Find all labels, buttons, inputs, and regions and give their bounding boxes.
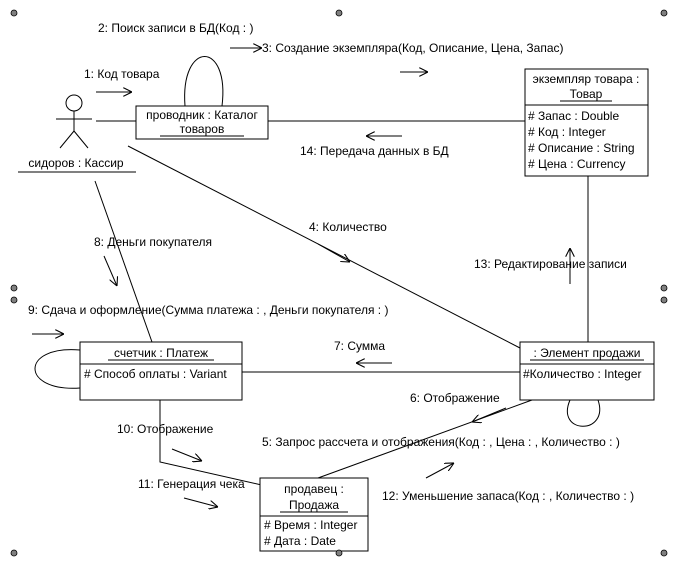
selection-handle-icon[interactable] <box>660 284 668 292</box>
self-link-catalog <box>184 56 224 107</box>
selection-handle-icon[interactable] <box>10 9 18 17</box>
message-12[interactable]: 12: Уменьшение запаса(Код : , Количество… <box>382 489 634 503</box>
message-arrow-icon <box>472 407 507 422</box>
object-saleitem[interactable]: : Элемент продажи #Количество : Integer <box>519 341 655 401</box>
message-2[interactable]: 2: Поиск записи в БД(Код : ) <box>98 21 253 35</box>
message-labels: 1: Код товара 2: Поиск записи в БД(Код :… <box>28 21 634 503</box>
message-arrow-icon <box>183 497 218 507</box>
message-13[interactable]: 13: Редактирование записи <box>474 257 627 271</box>
sale-attr: # Время : Integer <box>264 518 357 532</box>
message-8[interactable]: 8: Деньги покупателя <box>94 235 212 249</box>
selection-handle-icon[interactable] <box>660 9 668 17</box>
selection-handle-icon[interactable] <box>660 296 668 304</box>
selection-handle-icon[interactable] <box>10 549 18 557</box>
product-attr: # Код : Integer <box>528 125 606 139</box>
catalog-title-line2: товаров <box>180 122 225 136</box>
actor-cashier[interactable]: сидоров : Кассир <box>18 94 136 173</box>
product-attr: # Описание : String <box>528 141 635 155</box>
message-3[interactable]: 3: Создание экземпляра(Код, Описание, Це… <box>262 41 564 55</box>
self-link-saleitem <box>567 399 601 427</box>
product-title-line2: Товар <box>570 87 603 101</box>
object-payment[interactable]: счетчик : Платеж # Способ оплаты : Varia… <box>79 341 243 401</box>
message-1[interactable]: 1: Код товара <box>84 67 160 81</box>
message-11[interactable]: 11: Генерация чека <box>138 477 245 491</box>
actor-name: сидоров : Кассир <box>28 156 123 170</box>
saleitem-title: : Элемент продажи <box>534 346 641 360</box>
sale-attr: # Дата : Date <box>264 534 336 548</box>
message-arrow-icon <box>425 463 454 479</box>
saleitem-attr: #Количество : Integer <box>523 367 641 381</box>
selection-handle-icon[interactable] <box>335 9 343 17</box>
object-sale[interactable]: продавец : Продажа # Время : Integer # Д… <box>259 477 369 552</box>
message-arrows <box>32 48 570 507</box>
sale-title-line2: Продажа <box>289 498 339 512</box>
stick-figure-icon <box>56 94 92 149</box>
message-arrow-icon <box>317 243 350 262</box>
object-catalog[interactable]: проводник : Каталог товаров <box>135 105 269 140</box>
selection-handles <box>10 9 668 557</box>
message-arrow-icon <box>103 255 117 286</box>
selection-handle-icon[interactable] <box>10 296 18 304</box>
self-link-payment <box>34 349 81 389</box>
payment-title: счетчик : Платеж <box>114 346 208 360</box>
message-7[interactable]: 7: Сумма <box>334 339 385 353</box>
message-6[interactable]: 6: Отображение <box>410 391 500 405</box>
message-arrow-icon <box>171 448 202 461</box>
product-attr: # Цена : Currency <box>528 157 626 171</box>
sale-title-line1: продавец : <box>284 482 344 496</box>
object-product[interactable]: экземпляр товара : Товар # Запас : Doubl… <box>524 68 649 177</box>
catalog-title-line1: проводник : Каталог <box>146 108 258 122</box>
payment-attr: # Способ оплаты : Variant <box>84 367 227 381</box>
selection-handle-icon[interactable] <box>335 549 343 557</box>
message-10[interactable]: 10: Отображение <box>117 422 214 436</box>
selection-handle-icon[interactable] <box>660 549 668 557</box>
message-14[interactable]: 14: Передача данных в БД <box>300 144 449 158</box>
link-actor-payment <box>94 180 153 343</box>
message-5[interactable]: 5: Запрос рассчета и отображения(Код : ,… <box>262 435 620 449</box>
product-title-line1: экземпляр товара : <box>533 72 640 86</box>
link-saleitem-sale <box>317 399 533 479</box>
message-9[interactable]: 9: Сдача и оформление(Сумма платежа : , … <box>28 303 388 317</box>
selection-handle-icon[interactable] <box>10 284 18 292</box>
message-4[interactable]: 4: Количество <box>309 220 387 234</box>
product-attr: # Запас : Double <box>528 109 619 123</box>
link-payment-sale <box>159 400 267 487</box>
